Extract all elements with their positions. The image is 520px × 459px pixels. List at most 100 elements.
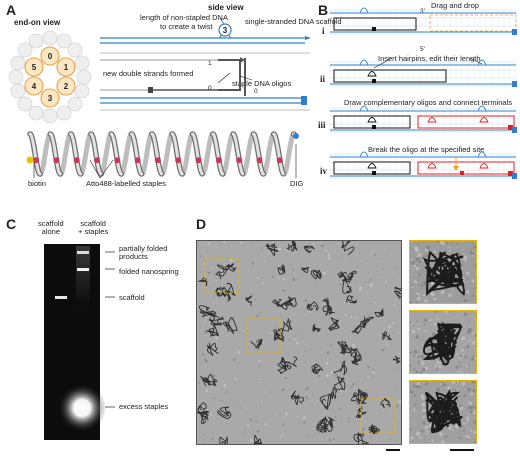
grain [207, 271, 211, 275]
outer-lattice [8, 30, 92, 124]
grain [251, 262, 255, 265]
grain [423, 255, 425, 257]
grain [325, 374, 329, 378]
side-view-diagram [100, 17, 311, 111]
grain [456, 381, 459, 383]
grain [456, 439, 459, 441]
grain [305, 396, 308, 399]
grain [216, 297, 218, 299]
grain [457, 388, 459, 391]
grain [418, 260, 422, 264]
nanospring-particle [355, 405, 368, 419]
helix-num-0: 0 [48, 52, 53, 61]
nanospring-particle [333, 376, 346, 391]
nanospring-particle [342, 276, 352, 294]
nanospring-particle [197, 410, 210, 425]
nanospring-particle [217, 406, 232, 420]
grain [312, 242, 315, 245]
grain [475, 342, 476, 346]
grain [367, 376, 369, 378]
grain [263, 260, 266, 262]
grain [442, 383, 447, 387]
grain [471, 294, 475, 298]
grain [398, 422, 400, 424]
grain [410, 364, 412, 368]
panel-letter-c: C [6, 216, 17, 232]
grain [411, 286, 414, 288]
grain [412, 335, 414, 337]
grain [410, 390, 414, 394]
grain [446, 442, 449, 443]
grain [465, 299, 468, 302]
cadnano-step-3 [329, 105, 517, 133]
grain [469, 250, 473, 254]
grain [443, 433, 445, 435]
grain [223, 241, 226, 243]
grain [412, 384, 416, 388]
drag-region [429, 14, 517, 32]
grain [411, 329, 416, 334]
scale-bar-zoom [450, 449, 474, 451]
grain [471, 279, 475, 283]
grain [368, 378, 369, 379]
grain [474, 333, 476, 337]
atto488-staple [53, 157, 60, 164]
nanospring-particle [208, 313, 224, 326]
grain [410, 351, 412, 354]
grain [413, 280, 417, 283]
helix-num-4: 4 [32, 82, 37, 91]
grain [334, 416, 337, 418]
grain [325, 341, 327, 343]
grain [410, 436, 414, 440]
dig-marker [293, 133, 299, 139]
grain [467, 387, 471, 392]
nanospring-particle [303, 245, 315, 254]
nanospring-zoom [424, 391, 461, 427]
grain [397, 331, 400, 334]
grain [440, 381, 443, 384]
grain [398, 400, 401, 403]
grain [463, 254, 466, 256]
nanospring-particle [360, 316, 375, 328]
grain [225, 391, 228, 394]
grain [425, 245, 430, 250]
grain [420, 354, 425, 359]
nanospring-particle [323, 416, 335, 432]
step-iii-roman: iii [318, 120, 326, 130]
grain [219, 434, 222, 437]
grain [436, 388, 440, 392]
grain [359, 249, 361, 251]
panel-letter-d: D [196, 216, 207, 232]
grain [271, 275, 275, 278]
grain [415, 301, 418, 303]
grain [262, 282, 265, 285]
grain [459, 436, 462, 440]
grain [326, 351, 330, 355]
grain [420, 335, 422, 337]
grain [215, 279, 218, 282]
grain [459, 354, 463, 357]
atto488-staple [154, 157, 161, 164]
nanospring-particle [215, 264, 228, 280]
grain [453, 389, 457, 392]
grain [371, 251, 373, 253]
nanospring-particle [331, 387, 338, 400]
grain [384, 436, 387, 438]
grain [422, 415, 425, 419]
grain [377, 277, 379, 279]
grain [378, 386, 380, 388]
grain [448, 249, 451, 252]
grain [352, 383, 355, 386]
grain [411, 260, 415, 265]
grain [341, 372, 343, 375]
end-on-bundle-diagram: 0 1 2 3 4 5 [8, 30, 92, 124]
grain [445, 311, 449, 314]
grain [237, 260, 239, 263]
grain [416, 241, 418, 242]
nanospring-particle [312, 323, 321, 333]
grain [410, 393, 412, 396]
grain [473, 343, 475, 345]
grain [413, 394, 416, 397]
oligo-end-red [508, 125, 513, 130]
grain [448, 425, 452, 430]
